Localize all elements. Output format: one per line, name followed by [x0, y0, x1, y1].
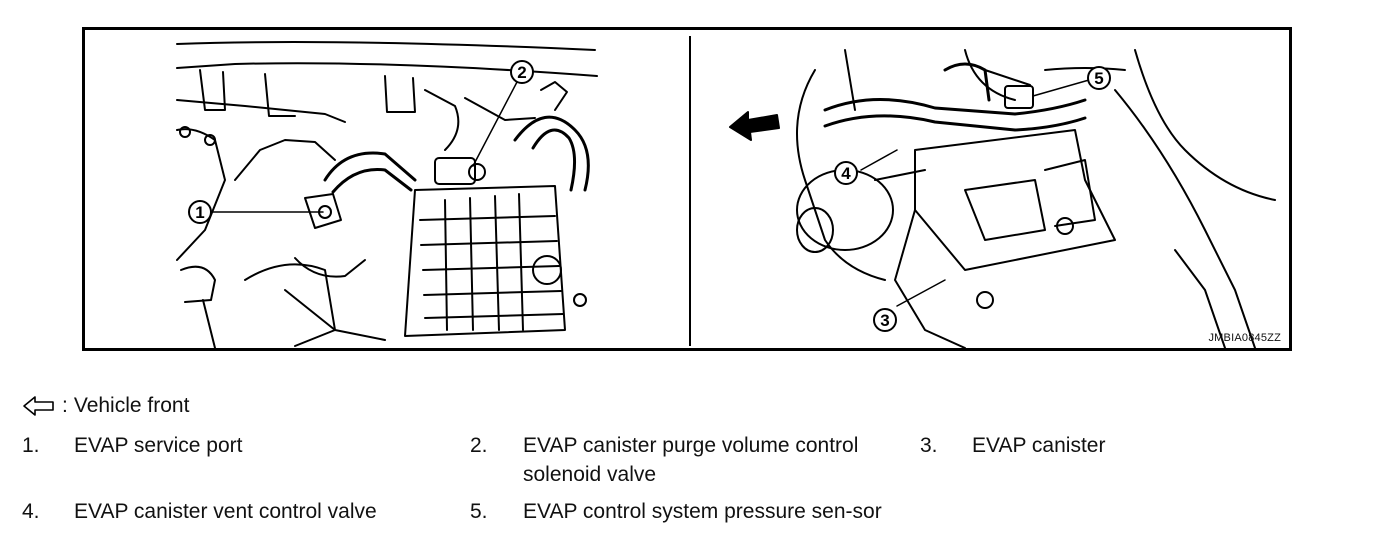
callout-3: 3: [873, 308, 897, 332]
callout-1: 1: [188, 200, 212, 224]
callout-4: 4: [834, 161, 858, 185]
item-2-text: EVAP canister purge volume control solen…: [523, 434, 859, 486]
engine-bay-illustration: 1 2 3 4 5: [176, 41, 1276, 348]
front-arrow-icon: [23, 396, 54, 416]
legend-separator: :: [62, 394, 68, 417]
callout-5-label: 5: [1094, 69, 1103, 88]
panel-divider: [689, 36, 691, 346]
callout-4-label: 4: [841, 164, 851, 183]
callout-2: 2: [510, 60, 534, 84]
item-4-text: EVAP canister vent control valve: [74, 500, 377, 523]
item-3-text: EVAP canister: [972, 434, 1106, 457]
item-2-number: 2.: [470, 434, 488, 457]
callout-1-label: 1: [195, 203, 204, 222]
item-1-number: 1.: [22, 434, 40, 457]
callout-3-label: 3: [880, 311, 889, 330]
item-3-number: 3.: [920, 434, 938, 457]
item-4-number: 4.: [22, 500, 40, 523]
item-1-text: EVAP service port: [74, 434, 243, 457]
vehicle-front-legend: : Vehicle front: [22, 394, 189, 418]
callout-5: 5: [1087, 66, 1111, 90]
legend-front-label: Vehicle front: [73, 394, 190, 417]
component-location-figure: 1 2 3 4 5 JMBIA0845ZZ: [82, 27, 1292, 351]
callout-2-label: 2: [517, 63, 526, 82]
item-5-number: 5.: [470, 500, 488, 523]
item-5-text: EVAP control system pressure sen-sor: [523, 500, 882, 523]
figure-id-code: JMBIA0845ZZ: [1208, 332, 1281, 344]
